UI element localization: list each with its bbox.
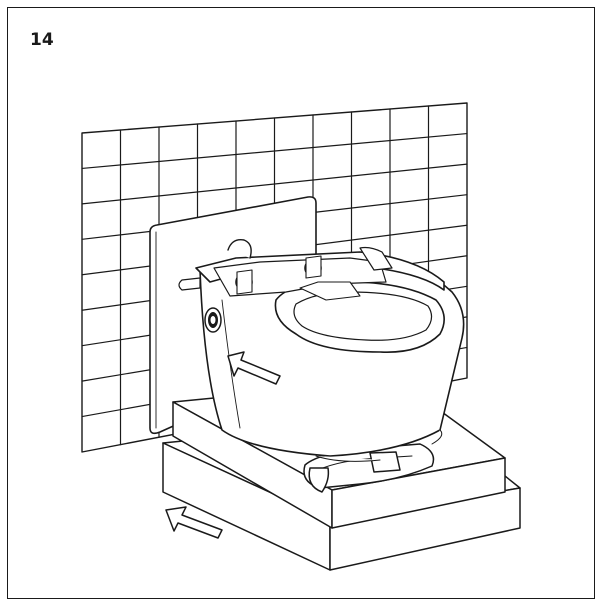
push-arrow-toilet-icon: [227, 351, 281, 385]
push-arrow-base-icon: [165, 506, 223, 539]
step-number: 14: [30, 30, 54, 50]
flush-button-icon: [204, 307, 222, 333]
tile-grid-line: [81, 132, 468, 170]
toilet-icon: [178, 239, 465, 462]
tile-grid-line: [81, 163, 468, 205]
